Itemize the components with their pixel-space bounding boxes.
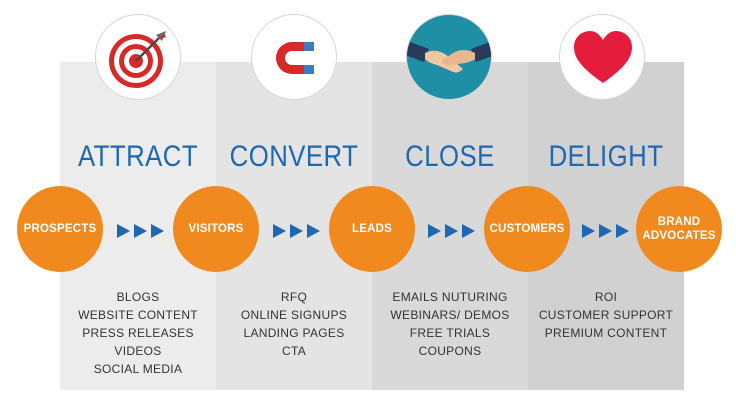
list-delight: ROI CUSTOMER SUPPORT PREMIUM CONTENT [528, 288, 684, 342]
node-leads: LEADS [329, 186, 415, 272]
list-item: PRESS RELEASES [82, 326, 194, 340]
triple-arrow-icon [273, 224, 320, 238]
list-item: BLOGS [116, 290, 160, 304]
stage-title-close: CLOSE [405, 140, 495, 173]
list-item: LANDING PAGES [243, 326, 345, 340]
list-item: WEBSITE CONTENT [78, 308, 198, 322]
list-item: CTA [281, 344, 306, 358]
list-item: FREE TRIALS [409, 326, 491, 340]
list-item: SOCIAL MEDIA [93, 362, 183, 376]
magnet-icon [251, 14, 337, 100]
triple-arrow-icon [582, 224, 629, 238]
node-prospects: PROSPECTS [17, 186, 103, 272]
list-item: ONLINE SIGNUPS [240, 308, 348, 322]
heart-icon [559, 14, 645, 100]
node-label: VISITORS [188, 223, 244, 235]
handshake-icon [406, 14, 492, 100]
node-brand-advocates: BRAND ADVOCATES [636, 186, 722, 272]
list-item: COUPONS [418, 344, 482, 358]
list-item: PREMIUM CONTENT [544, 326, 668, 340]
node-label: CUSTOMERS [489, 223, 565, 235]
node-visitors: VISITORS [173, 186, 259, 272]
node-label: BRAND ADVOCATES [642, 216, 716, 242]
node-customers: CUSTOMERS [484, 186, 570, 272]
list-item: VIDEOS [114, 344, 162, 358]
list-item: EMAILS NUTURING [392, 290, 508, 304]
list-item: CUSTOMER SUPPORT [538, 308, 674, 322]
node-label: PROSPECTS [23, 223, 97, 235]
stage-title-convert: CONVERT [229, 140, 359, 173]
list-close: EMAILS NUTURING WEBINARS/ DEMOS FREE TRI… [372, 288, 528, 360]
triple-arrow-icon [428, 224, 475, 238]
target-icon [95, 14, 181, 100]
stage-title-delight: DELIGHT [548, 140, 664, 173]
node-label: LEADS [352, 223, 392, 235]
stage-title-attract: ATTRACT [77, 140, 199, 173]
list-convert: RFQ ONLINE SIGNUPS LANDING PAGES CTA [216, 288, 372, 360]
triple-arrow-icon [117, 224, 164, 238]
list-item: WEBINARS/ DEMOS [390, 308, 510, 322]
list-item: RFQ [280, 290, 308, 304]
list-item: ROI [594, 290, 618, 304]
list-attract: BLOGS WEBSITE CONTENT PRESS RELEASES VID… [60, 288, 216, 378]
